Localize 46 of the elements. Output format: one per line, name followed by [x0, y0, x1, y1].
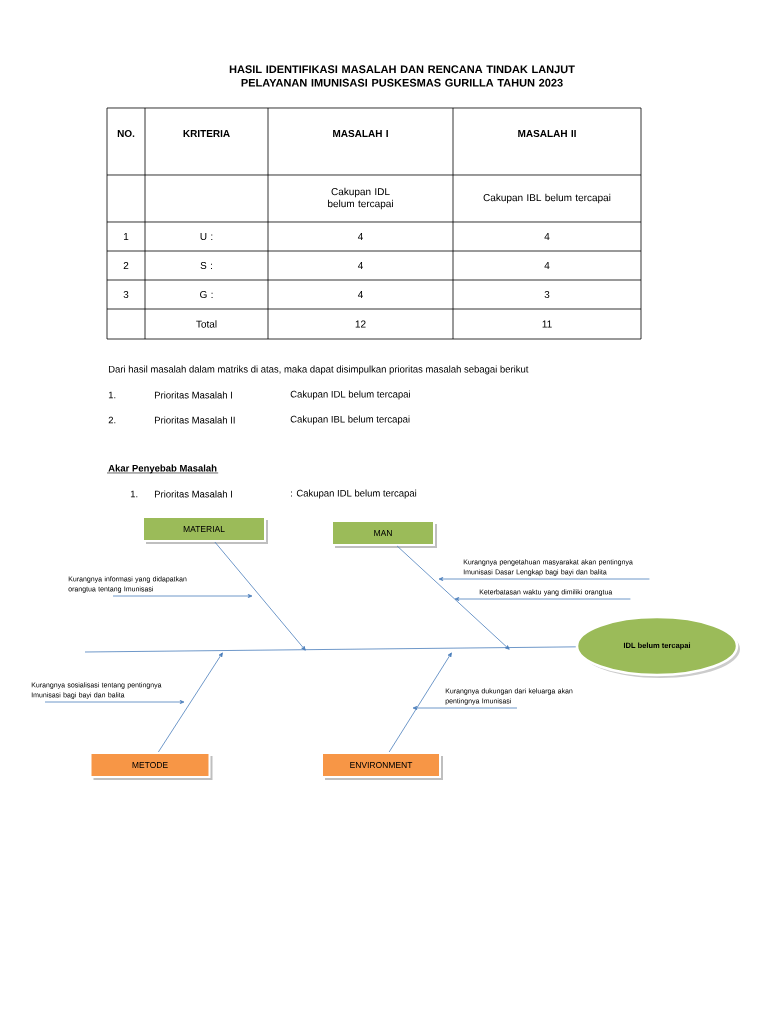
- cell-text: S :: [200, 261, 212, 270]
- column-header: MASALAH II: [518, 129, 576, 138]
- body-text: 1.: [108, 391, 116, 399]
- arrow: [112, 594, 253, 598]
- body-text: 1.: [130, 490, 138, 498]
- body-text: Prioritas Masalah I: [155, 391, 232, 399]
- category-box: METODE: [89, 752, 213, 780]
- cell-text: 4: [357, 262, 363, 269]
- cell-text: Cakupan IBL belum tercapai: [483, 193, 611, 204]
- column-header: NO.: [117, 129, 135, 138]
- cell-text: G :: [200, 290, 213, 299]
- cell-text: 12: [355, 320, 366, 328]
- cell-text: 3: [544, 290, 550, 299]
- body-text: 2.: [108, 416, 116, 424]
- arrow: [454, 597, 631, 601]
- title: HASIL IDENTIFIKASI MASALAH DAN RENCANA TINDAK LANJUT PELAYANAN IMUNISASI PUSKESMAS GURILLA TAHUN 2023: [229, 65, 575, 87]
- category-box: MAN: [331, 520, 437, 548]
- cell-text: 4: [544, 233, 550, 240]
- arrow: [214, 541, 306, 651]
- cell-text: 4: [357, 233, 363, 240]
- arrow: [158, 652, 223, 753]
- arrow: [44, 700, 185, 704]
- cell-text: 1: [124, 233, 129, 240]
- body-text: Prioritas Masalah I: [155, 490, 232, 498]
- arrow: [438, 577, 650, 581]
- arrow: [388, 652, 452, 753]
- column-header: KRITERIA: [183, 130, 230, 137]
- cell-text: 3: [123, 290, 129, 299]
- cell-text: 2: [123, 262, 129, 269]
- section-heading: Akar Penyebab Masalah: [106, 464, 219, 474]
- body-text: Dari hasil masalah dalam matriks di atas, maka dapat disimpulkan prioritas masalah sebagai berikut: [109, 365, 529, 375]
- category-box: ENVIRONMENT: [321, 752, 443, 780]
- cell-text: Total: [196, 320, 217, 328]
- body-text: : Cakupan IDL belum tercapai: [291, 489, 417, 499]
- cell-text: U :: [200, 233, 213, 240]
- cell-text: 4: [357, 291, 363, 298]
- cell-text: 11: [542, 320, 552, 328]
- category-box: MATERIAL: [142, 516, 268, 544]
- column-header: MASALAH I: [333, 129, 388, 138]
- body-text: Prioritas Masalah II: [155, 416, 235, 424]
- arrow: [396, 545, 510, 650]
- body-text: Cakupan IDL belum tercapai: [290, 390, 410, 400]
- arrow: [412, 706, 518, 710]
- cell-text: 4: [544, 262, 550, 269]
- cell-text: Cakupan IDL belum tercapai: [328, 187, 393, 210]
- body-text: Cakupan IBL belum tercapai: [290, 415, 410, 425]
